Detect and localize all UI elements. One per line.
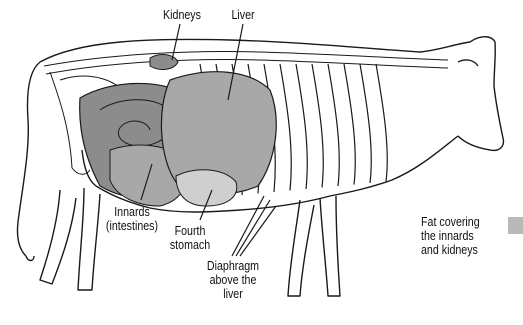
rib [360,64,371,183]
label-diaphragm-line1: Diaphragm [198,259,269,273]
label-liver: Liver [226,8,260,22]
kidneys-organ [150,55,178,70]
rib [296,64,307,189]
label-kidneys: Kidneys [157,8,206,22]
rib [328,64,339,186]
label-fat-line3: and kidneys [421,243,480,257]
label-fat-line1: Fat covering [421,215,480,229]
side-gray-marker [508,217,523,234]
label-innards: Innards (intestines) [99,205,165,233]
label-fourth-stomach: Fourth stomach [161,224,218,252]
rib [376,64,387,182]
fourth-stomach-organ [176,170,237,206]
organs [80,55,277,206]
rib [312,64,323,188]
label-fat-line2: the innards [421,229,480,243]
rib [344,64,355,185]
label-diaphragm-line3: liver [198,287,269,301]
rib [280,64,291,191]
label-innards-line2: (intestines) [99,219,165,233]
label-fourth-stomach-line2: stomach [161,238,218,252]
label-fat: Fat covering the innards and kidneys [421,215,480,257]
label-diaphragm: Diaphragm above the liver [198,259,269,301]
label-diaphragm-line2: above the [198,273,269,287]
label-fourth-stomach-line1: Fourth [161,224,218,238]
label-innards-line1: Innards [99,205,165,219]
